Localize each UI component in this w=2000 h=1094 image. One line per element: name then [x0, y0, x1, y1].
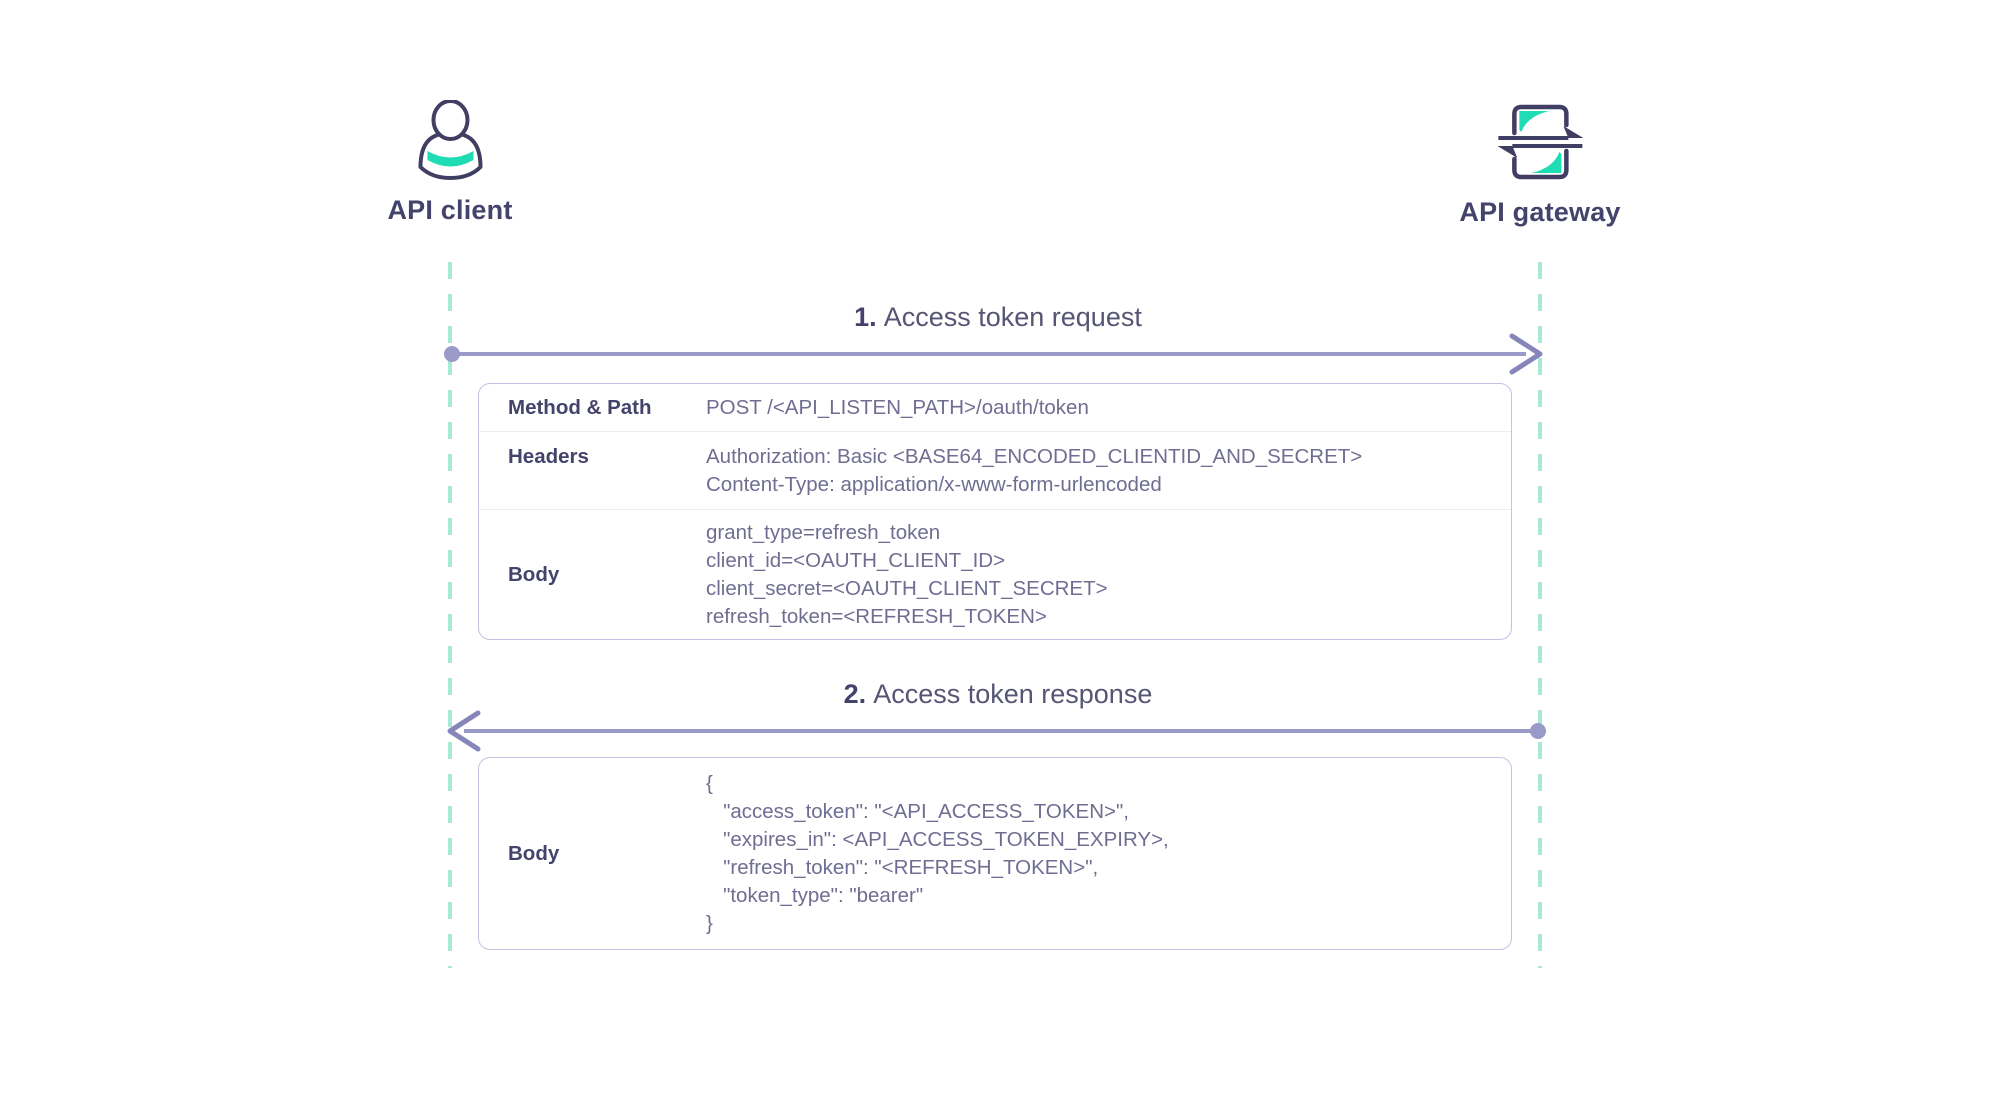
- table-row-body: Body { "access_token": "<API_ACCESS_TOKE…: [479, 758, 1511, 949]
- user-icon: [418, 100, 482, 180]
- actor-label-api-gateway: API gateway: [1459, 197, 1621, 227]
- response-detail-table: Body { "access_token": "<API_ACCESS_TOKE…: [478, 757, 1512, 950]
- row-value: { "access_token": "<API_ACCESS_TOKEN>", …: [706, 771, 1169, 935]
- message-text: Access token response: [873, 679, 1153, 709]
- message-label-request: 1.Access token request: [854, 302, 1142, 333]
- row-value: Authorization: Basic <BASE64_ENCODED_CLI…: [706, 445, 1363, 496]
- row-label: Body: [508, 841, 560, 865]
- row-label: Method & Path: [508, 395, 652, 419]
- row-label: Body: [508, 562, 560, 586]
- message-text: Access token request: [883, 302, 1142, 332]
- row-value: POST /<API_LISTEN_PATH>/oauth/token: [706, 395, 1089, 419]
- arrowhead-right-icon: [1509, 333, 1543, 375]
- message-arrow-response: [447, 710, 1546, 752]
- row-value: grant_type=refresh_token client_id=<OAUT…: [706, 520, 1108, 628]
- message-label-response: 2.Access token response: [844, 679, 1153, 710]
- table-row-method-path: Method & Path POST /<API_LISTEN_PATH>/oa…: [479, 384, 1511, 431]
- actor-api-gateway: API gateway: [1459, 102, 1620, 228]
- message-number: 2.: [843, 679, 867, 709]
- gateway-icon: [1496, 104, 1583, 180]
- message-number: 1.: [854, 302, 877, 332]
- row-label: Headers: [508, 445, 589, 468]
- actor-label-api-client: API client: [387, 195, 513, 225]
- request-detail-table: Method & Path POST /<API_LISTEN_PATH>/oa…: [478, 383, 1512, 640]
- table-row-headers: Headers Authorization: Basic <BASE64_ENC…: [479, 431, 1511, 509]
- table-row-body: Body grant_type=refresh_token client_id=…: [479, 509, 1511, 639]
- actor-api-client: API client: [387, 100, 512, 226]
- arrowhead-left-icon: [447, 710, 481, 752]
- message-arrow-request: [444, 333, 1543, 375]
